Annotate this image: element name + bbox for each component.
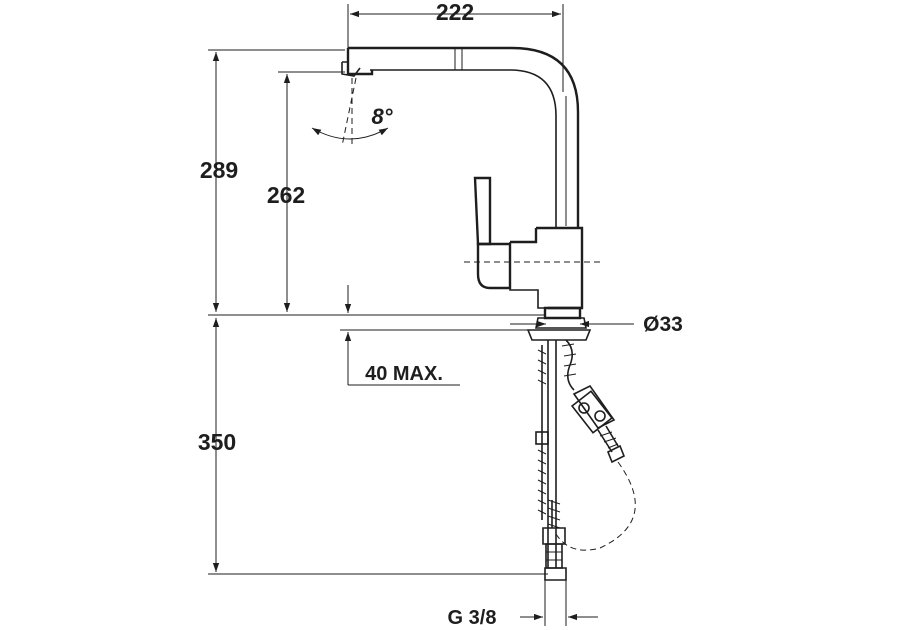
height-262-label: 262	[267, 182, 305, 208]
dimension-height-262: 262	[267, 71, 345, 312]
dimension-height-289: 289	[200, 49, 345, 312]
diameter-label: Ø33	[643, 313, 683, 336]
faucet-spout	[341, 46, 580, 228]
faucet-body	[464, 176, 600, 341]
dimension-350: 350	[198, 318, 548, 575]
counter-thickness-label: 40 MAX.	[365, 363, 443, 385]
height-289-label: 289	[200, 157, 238, 183]
width-label: 222	[436, 0, 474, 25]
dimension-width-222: 222	[347, 0, 564, 92]
below-counter-label: 350	[198, 429, 236, 455]
spray-angle: 8°	[311, 77, 393, 147]
angle-label: 8°	[371, 104, 392, 129]
connection-label: G 3/8	[448, 607, 497, 629]
under-counter-assembly	[535, 339, 577, 581]
dimension-g-3-8: G 3/8	[448, 580, 598, 629]
dimension-40-max: 40 MAX.	[344, 285, 460, 386]
dimension-diameter-33: Ø33	[510, 313, 683, 336]
counterweight	[555, 384, 636, 551]
